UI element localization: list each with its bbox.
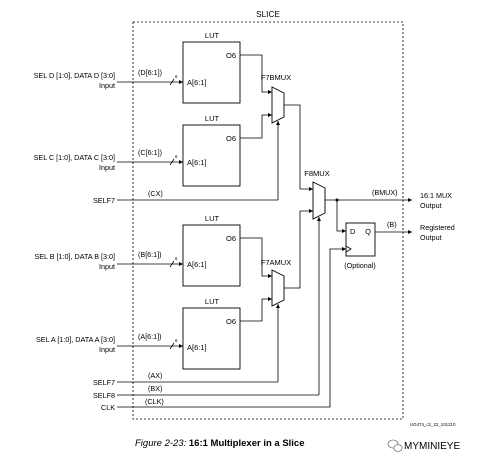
lut-c-in-pin: A[6:1]	[187, 158, 207, 167]
clk-net-label: (CLK)	[145, 397, 164, 406]
lut-b-bus: (B[6:1])	[138, 250, 162, 259]
f8mux-label: F8MUX	[304, 169, 329, 178]
registered-output-sub: Output	[420, 233, 442, 242]
f7bmux: F7BMUX	[240, 54, 291, 200]
input-label-b: SEL B [1:0], DATA B [3:0]	[34, 252, 115, 261]
outputs: (BMUX) 16:1 MUX Output (B) Registered Ou…	[372, 188, 455, 242]
lut-b: LUT O6 A[6:1] 6 (B[6:1]) SEL B [1:0], DA…	[34, 214, 241, 287]
wechat-icon	[387, 439, 403, 452]
lut-d-in-pin: A[6:1]	[187, 78, 207, 87]
registered-output-title: Registered	[420, 223, 455, 232]
ax-label: (AX)	[148, 371, 162, 380]
f7amux: F7AMUX	[240, 237, 291, 382]
f8mux: F8MUX	[284, 104, 330, 395]
flip-flop-box	[345, 222, 376, 257]
flip-flop-d: D	[350, 227, 356, 236]
bx-label: (BX)	[148, 384, 162, 393]
lut-d: LUT O6 A[6:1] 6 (D[6:1]) SEL D [1:0], DA…	[34, 31, 241, 104]
lut-c-bus-width: 6	[175, 154, 178, 159]
lut-a-out-pin: O6	[226, 317, 236, 326]
f7amux-label: F7AMUX	[261, 258, 291, 267]
lut-c-title: LUT	[205, 114, 220, 123]
lut-a-in-pin: A[6:1]	[187, 343, 207, 352]
b-label: (B)	[387, 220, 397, 229]
cx-label: (CX)	[148, 189, 163, 198]
bmux-label: (BMUX)	[372, 188, 398, 197]
figure-id: UG474_c2_22_101210	[410, 422, 456, 427]
lut-d-title: LUT	[205, 31, 220, 40]
f7bmux-shape	[271, 86, 285, 124]
input-label-c: SEL C [1:0], DATA C [3:0]	[34, 153, 115, 162]
mux-output-sub: Output	[420, 201, 442, 210]
self7-top-label: SELF7	[93, 196, 115, 205]
input-sub-a: Input	[99, 345, 115, 354]
lut-d-bus-width: 6	[175, 74, 178, 79]
input-sub-d: Input	[99, 81, 115, 90]
slice-title: SLICE	[256, 10, 280, 19]
input-label-d: SEL D [1:0], DATA D [3:0]	[34, 71, 115, 80]
self8-label: SELF8	[93, 391, 115, 400]
control-signals: SELF7 (CX) SELF7 (AX) SELF8 (BX) CLK (CL…	[93, 189, 319, 412]
lut-c-out-pin: O6	[226, 134, 236, 143]
input-sub-b: Input	[99, 262, 115, 271]
f7bmux-label: F7BMUX	[261, 73, 291, 82]
mux-output-title: 16:1 MUX	[420, 191, 452, 200]
slice-boundary	[132, 21, 404, 420]
lut-a-bus-width: 6	[175, 338, 178, 343]
lut-c-bus: (C[6:1])	[138, 148, 162, 157]
lut-c: LUT O6 A[6:1] 6 (C[6:1]) SEL C [1:0], DA…	[34, 114, 241, 187]
clk-label: CLK	[101, 403, 115, 412]
lut-a-bus: (A[6:1])	[138, 332, 162, 341]
lut-b-title: LUT	[205, 214, 220, 223]
lut-c-box	[182, 124, 241, 187]
f8mux-shape	[312, 181, 326, 220]
lut-a-title: LUT	[205, 297, 220, 306]
flip-flop: D Q (Optional)	[117, 222, 412, 408]
self7-bottom-label: SELF7	[93, 378, 115, 387]
input-sub-c: Input	[99, 163, 115, 172]
lut-b-in-pin: A[6:1]	[187, 260, 207, 269]
f7amux-shape	[271, 269, 285, 307]
caption-prefix: Figure 2-23:	[135, 438, 187, 449]
flip-flop-optional: (Optional)	[344, 261, 376, 270]
input-label-a: SEL A [1:0], DATA A [3:0]	[36, 335, 115, 344]
caption-title: 16:1 Multiplexer in a Slice	[189, 438, 305, 449]
watermark: MYMINIEYE	[387, 439, 460, 452]
lut-b-out-pin: O6	[226, 234, 236, 243]
lut-a-box	[182, 307, 241, 370]
lut-a: LUT O6 A[6:1] 6 (A[6:1]) SEL A [1:0], DA…	[36, 297, 241, 370]
lut-d-box	[182, 41, 241, 104]
lut-d-bus: (D[6:1])	[138, 68, 162, 77]
lut-d-out-pin: O6	[226, 51, 236, 60]
flip-flop-q: Q	[365, 227, 371, 236]
lut-b-bus-width: 6	[175, 256, 178, 261]
lut-b-box	[182, 224, 241, 287]
watermark-text: MYMINIEYE	[404, 441, 460, 452]
figure-caption: Figure 2-23: 16:1 Multiplexer in a Slice	[135, 438, 305, 449]
